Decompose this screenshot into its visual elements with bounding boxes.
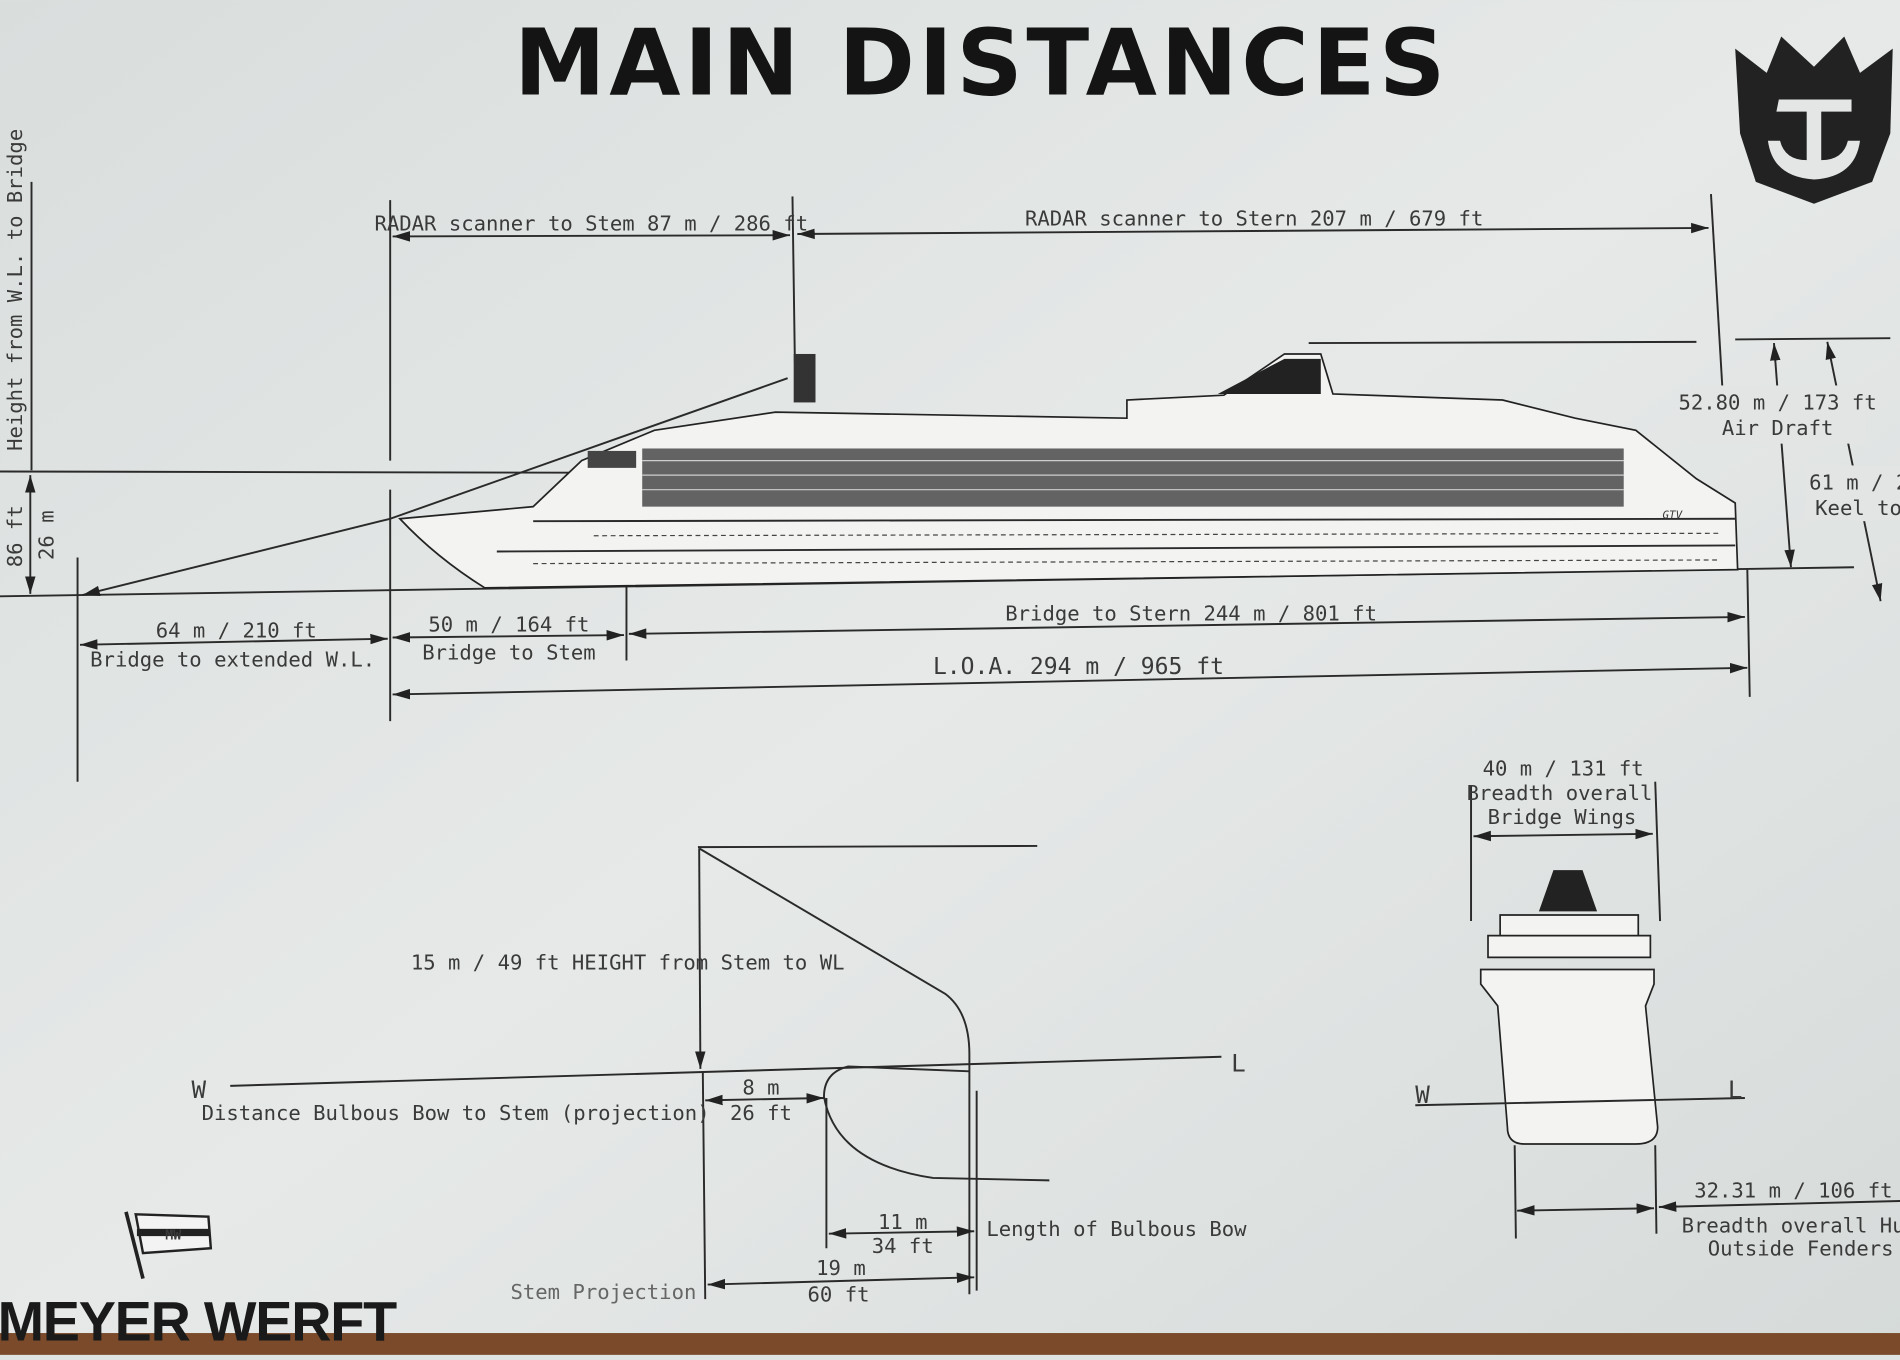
height-bridge-ft: 86 ft <box>3 505 27 567</box>
bridge-stern-label: Bridge to Stern 244 m / 801 ft <box>1005 602 1377 626</box>
bridge-ext-value: 64 m / 210 ft <box>156 619 317 643</box>
stem-height-label: 15 m / 49 ft HEIGHT from Stem to WL <box>411 951 845 975</box>
keel-value: 61 m / 200 ft <box>1809 471 1900 495</box>
height-bridge-m: 26 m <box>34 510 58 560</box>
page-title: MAIN DISTANCES <box>514 10 1449 117</box>
hull-breadth-label-2: Outside Fenders <box>1708 1236 1894 1260</box>
front-view: 40 m / 131 ft Breadth overall Bridge Win… <box>1415 757 1900 1260</box>
bridge-stem-label: Bridge to Stem <box>422 640 595 664</box>
air-draft-value: 52.80 m / 173 ft <box>1678 391 1876 415</box>
bulb-distance-m: 8 m <box>742 1075 779 1099</box>
bulb-length-ft: 34 ft <box>872 1234 934 1258</box>
bulb-distance-ft: 26 ft <box>730 1101 792 1125</box>
ship-profile-drawing: GTV <box>398 353 1739 589</box>
height-bridge-label: Height from W.L. to Bridge <box>3 129 27 451</box>
bulb-length-m: 11 m <box>878 1210 928 1234</box>
stem-proj-m: 19 m <box>816 1256 866 1280</box>
front-l: L <box>1728 1076 1743 1104</box>
loa-label: L.O.A. 294 m / 965 ft <box>933 654 1224 680</box>
stem-proj-label: Stem Projection <box>511 1280 697 1304</box>
meyer-werft-logo: MW MEYER WERFT <box>0 1211 398 1352</box>
wings-value: 40 m / 131 ft <box>1483 757 1644 781</box>
bridge-ext-label: Bridge to extended W.L. <box>90 648 375 672</box>
bow-detail: 15 m / 49 ft HEIGHT from Stem to WL W L … <box>191 844 1247 1307</box>
wings-label-2: Bridge Wings <box>1488 805 1637 829</box>
crown-anchor-icon <box>1735 36 1893 204</box>
hull-breadth-label-1: Breadth overall Hull <box>1682 1213 1900 1237</box>
builder-name: MEYER WERFT <box>0 1290 397 1352</box>
bulb-distance-label: Distance Bulbous Bow to Stem (projection… <box>202 1101 710 1125</box>
bow-w: W <box>191 1076 206 1104</box>
flag-letters: MW <box>165 1229 182 1244</box>
hull-mark: GTV <box>1663 509 1684 522</box>
hull-breadth-value: 32.31 m / 106 ft <box>1694 1178 1892 1202</box>
bridge-stem-value: 50 m / 164 ft <box>428 612 589 636</box>
stem-proj-ft: 60 ft <box>808 1283 870 1307</box>
front-w: W <box>1415 1081 1430 1109</box>
air-draft-label: Air Draft <box>1722 416 1834 440</box>
bulb-length-label: Length of Bulbous Bow <box>986 1217 1247 1241</box>
profile-dimensions: RADAR scanner to Stem 87 m / 286 ft RADA… <box>0 129 1900 782</box>
radar-to-stern-label: RADAR scanner to Stern 207 m / 679 ft <box>1025 207 1483 231</box>
radar-to-stem-label: RADAR scanner to Stem 87 m / 286 ft <box>375 211 809 235</box>
wings-label-1: Breadth overall <box>1467 781 1653 805</box>
wood-frame <box>0 1333 1900 1355</box>
bow-l: L <box>1231 1049 1246 1077</box>
keel-label: Keel to Mast <box>1815 496 1900 520</box>
